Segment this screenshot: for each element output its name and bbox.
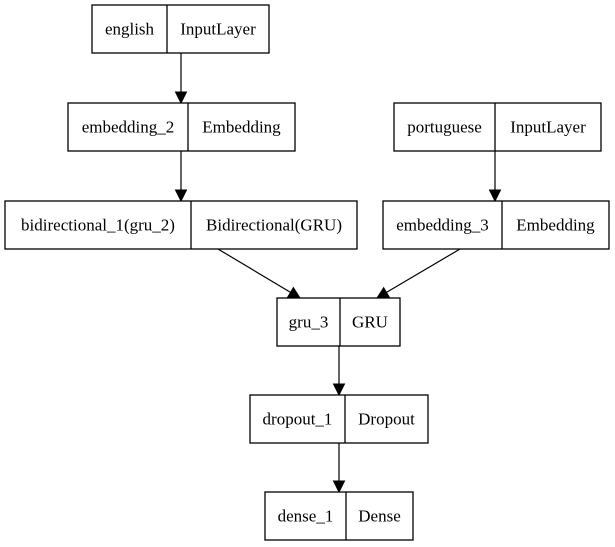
node-dropout-1-type: Dropout xyxy=(358,410,415,429)
node-english: english InputLayer xyxy=(91,4,270,54)
node-bidirectional-1: bidirectional_1(gru_2) Bidirectional(GRU… xyxy=(4,200,358,250)
node-gru-3-name: gru_3 xyxy=(289,313,329,332)
node-english-name: english xyxy=(105,20,155,39)
arrowhead-dropout_1-to-dense_1 xyxy=(332,480,346,494)
arrowhead-embedding_3-to-gru_3 xyxy=(376,286,391,299)
node-embedding-3: embedding_3 Embedding xyxy=(382,200,610,250)
edge-embedding_3-to-gru_3 xyxy=(386,248,461,293)
node-dropout-1: dropout_1 Dropout xyxy=(249,394,429,444)
node-embedding-3-type: Embedding xyxy=(516,216,595,235)
node-dense-1: dense_1 Dense xyxy=(264,491,414,541)
node-embedding-3-name: embedding_3 xyxy=(396,216,489,235)
arrowhead-english-to-embedding_2 xyxy=(174,91,188,105)
node-gru-3-type: GRU xyxy=(352,313,388,332)
node-portuguese-type: InputLayer xyxy=(510,118,586,137)
arrowhead-portuguese-to-embedding_3 xyxy=(488,189,502,203)
edge-bidirectional_1-to-gru_3 xyxy=(217,248,291,293)
node-embedding-2: embedding_2 Embedding xyxy=(67,102,296,152)
node-portuguese: portuguese InputLayer xyxy=(393,102,602,152)
node-embedding-2-type: Embedding xyxy=(202,118,281,137)
arrowhead-gru_3-to-dropout_1 xyxy=(332,383,346,397)
node-bidirectional-1-name: bidirectional_1(gru_2) xyxy=(21,216,175,235)
node-english-type: InputLayer xyxy=(180,20,256,39)
node-dense-1-type: Dense xyxy=(358,507,400,526)
node-bidirectional-1-type: Bidirectional(GRU) xyxy=(206,216,342,235)
node-dense-1-name: dense_1 xyxy=(278,507,334,526)
node-portuguese-name: portuguese xyxy=(407,118,482,137)
node-embedding-2-name: embedding_2 xyxy=(82,118,175,137)
arrowhead-embedding_2-to-bidirectional_1 xyxy=(174,189,188,203)
node-dropout-1-name: dropout_1 xyxy=(263,410,333,429)
node-gru-3: gru_3 GRU xyxy=(276,297,401,347)
arrowhead-bidirectional_1-to-gru_3 xyxy=(286,286,301,299)
